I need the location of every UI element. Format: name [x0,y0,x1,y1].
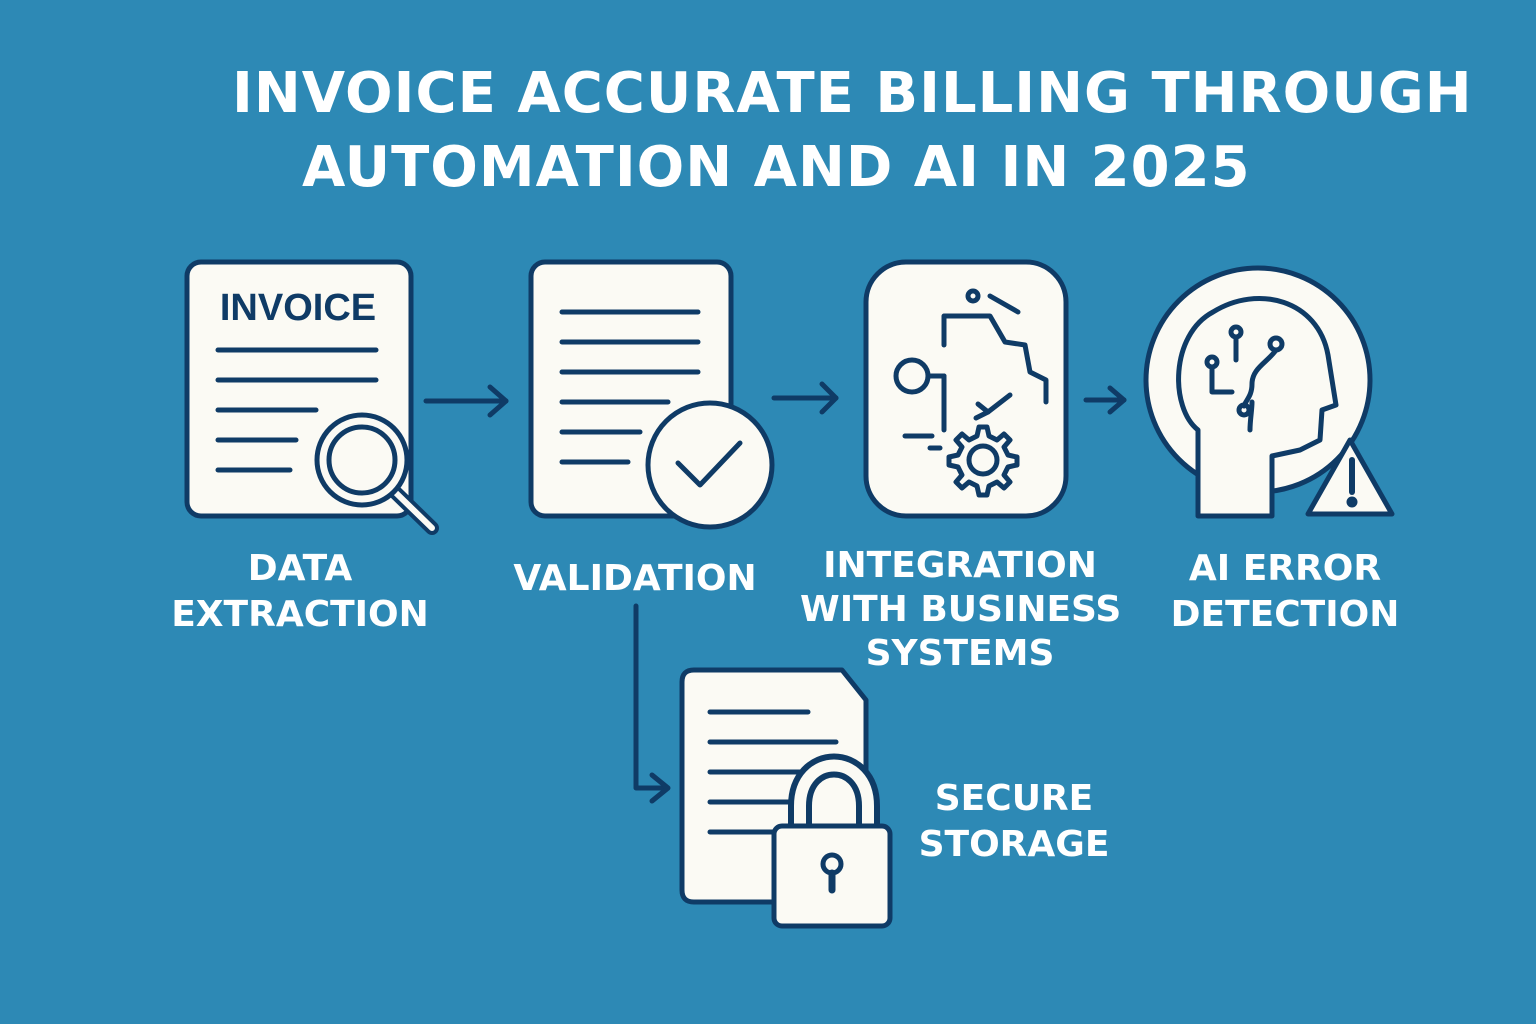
step-label-ai-error-detection: AI ERROR DETECTION [1150,546,1420,638]
document-lock-icon [679,667,893,929]
arrow-extraction-to-validation [423,384,509,418]
step-label-line: DETECTION [1170,594,1400,635]
step-label-secure-storage: SECURE STORAGE [900,776,1128,868]
step-label-integration: INTEGRATION WITH BUSINESS SYSTEMS [800,544,1122,676]
step-label-validation: VALIDATION [505,556,765,602]
step-label-line: SYSTEMS [865,633,1055,674]
arrow-validation-to-storage [633,603,671,804]
document-check-icon [528,259,775,530]
step-label-line: WITH BUSINESS [800,589,1122,630]
step-label-line: INTEGRATION [823,545,1097,586]
page-title-line-1: INVOICE ACCURATE BILLING THROUGH [232,61,1473,126]
step-label-line: STORAGE [918,824,1110,865]
invoice-icon-text: INVOICE [220,287,376,329]
page-title-line-2: AUTOMATION AND AI IN 2025 [302,135,1251,200]
invoice-magnifier-icon: INVOICE [184,259,439,535]
step-label-data-extraction: DATA EXTRACTION [170,546,430,638]
step-label-line: DATA [247,548,353,589]
arrow-integration-to-ai [1083,385,1127,415]
step-label-line: EXTRACTION [171,594,429,635]
ai-head-warning-icon [1143,265,1395,519]
step-label-line: VALIDATION [513,558,757,599]
step-label-line: SECURE [934,778,1094,819]
step-label-line: AI ERROR [1188,548,1382,589]
circuit-gear-icon [863,259,1069,519]
arrow-validation-to-integration [771,381,839,415]
